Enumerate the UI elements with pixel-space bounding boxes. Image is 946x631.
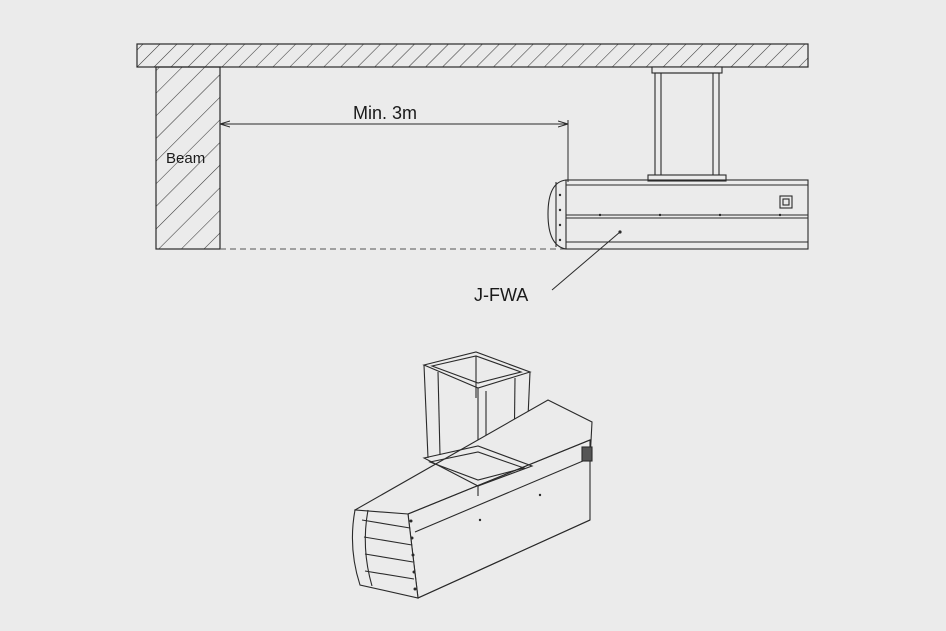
air-curtain-isometric-view <box>351 351 593 599</box>
unit-leader-line <box>551 231 621 291</box>
ceiling-slab <box>136 43 809 68</box>
beam-label: Beam <box>166 150 206 167</box>
min-distance-label: Min. 3m <box>353 103 418 123</box>
distance-dimension <box>220 120 569 182</box>
air-curtain-side-view <box>547 66 809 250</box>
unit-model-label: J-FWA <box>474 285 529 305</box>
beam <box>155 66 221 250</box>
